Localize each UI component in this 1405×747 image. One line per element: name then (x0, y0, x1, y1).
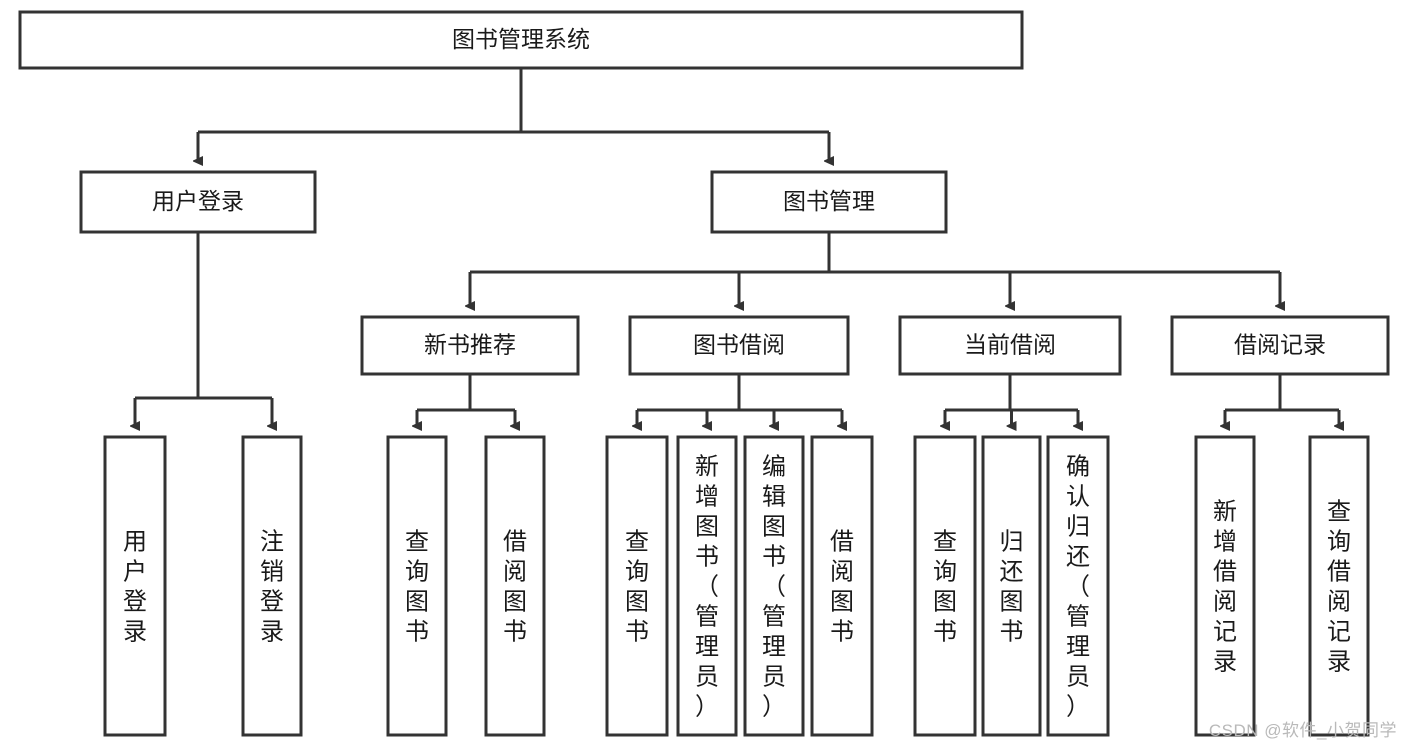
node-root-label: 图书管理系统 (452, 26, 590, 52)
node-leaf-query-book-current[interactable]: 查询图书 (913, 435, 977, 737)
node-leaf-add-borrow-record-box (1194, 435, 1256, 737)
node-book-borrow-label: 图书借阅 (693, 332, 785, 358)
node-leaf-query-book-recommend-label: 查询图书 (405, 528, 429, 645)
node-book-manage[interactable]: 图书管理 (710, 170, 948, 234)
node-leaf-query-borrow-record-box (1308, 435, 1370, 737)
node-root[interactable]: 图书管理系统 (18, 10, 1024, 70)
node-leaf-query-borrow-record[interactable]: 查询借阅记录 (1308, 435, 1370, 737)
node-new-book-recommend[interactable]: 新书推荐 (360, 315, 580, 376)
watermark-text: CSDN @软件_小贺同学 (1208, 721, 1397, 740)
node-leaf-query-borrow-record-label: 查询借阅记录 (1327, 498, 1351, 675)
node-leaf-query-book-current-box (913, 435, 977, 737)
node-leaf-logout-login[interactable]: 注销登录 (241, 435, 303, 737)
node-book-borrow-box (628, 315, 850, 376)
node-leaf-add-book-admin-box (676, 435, 738, 737)
node-leaf-logout-login-box (241, 435, 303, 737)
node-leaf-return-book[interactable]: 归还图书 (981, 435, 1042, 737)
node-new-book-recommend-label: 新书推荐 (424, 332, 516, 358)
connector-layer (135, 68, 1339, 426)
node-borrow-record-box (1170, 315, 1390, 376)
node-leaf-edit-book-admin-label: 编辑图书（管理员） (762, 453, 786, 720)
node-leaf-borrow-book-recommend-label: 借阅图书 (503, 528, 527, 645)
node-book-borrow[interactable]: 图书借阅 (628, 315, 850, 376)
node-leaf-user-login[interactable]: 用户登录 (103, 435, 167, 737)
node-leaf-query-book-borrow-label: 查询图书 (625, 528, 649, 645)
node-leaf-confirm-return-admin[interactable]: 确认归还（管理员） (1046, 435, 1110, 737)
node-leaf-add-book-admin[interactable]: 新增图书（管理员） (676, 435, 738, 737)
node-leaf-confirm-return-admin-box (1046, 435, 1110, 737)
node-user-login-box (79, 170, 317, 234)
node-current-borrow-box (898, 315, 1122, 376)
node-leaf-borrow-book-box (810, 435, 874, 737)
node-leaf-return-book-box (981, 435, 1042, 737)
node-borrow-record[interactable]: 借阅记录 (1170, 315, 1390, 376)
node-leaf-edit-book-admin-box (743, 435, 805, 737)
node-user-login-label: 用户登录 (152, 188, 244, 214)
node-leaf-user-login-label: 用户登录 (123, 528, 147, 645)
node-book-manage-label: 图书管理 (783, 188, 875, 214)
node-leaf-query-book-recommend-box (386, 435, 448, 737)
node-leaf-edit-book-admin[interactable]: 编辑图书（管理员） (743, 435, 805, 737)
node-leaf-borrow-book-label: 借阅图书 (830, 528, 854, 645)
node-leaf-borrow-book[interactable]: 借阅图书 (810, 435, 874, 737)
node-leaf-return-book-label: 归还图书 (1000, 528, 1024, 645)
node-user-login[interactable]: 用户登录 (79, 170, 317, 234)
node-borrow-record-label: 借阅记录 (1234, 332, 1326, 358)
node-leaf-add-book-admin-label: 新增图书（管理员） (695, 453, 719, 720)
node-leaf-add-borrow-record[interactable]: 新增借阅记录 (1194, 435, 1256, 737)
node-leaf-logout-login-label: 注销登录 (260, 528, 284, 645)
node-leaf-query-book-borrow-box (605, 435, 669, 737)
node-new-book-recommend-box (360, 315, 580, 376)
node-leaf-borrow-book-recommend[interactable]: 借阅图书 (484, 435, 546, 737)
node-current-borrow-label: 当前借阅 (964, 332, 1056, 358)
node-current-borrow[interactable]: 当前借阅 (898, 315, 1122, 376)
node-leaf-query-book-current-label: 查询图书 (933, 528, 957, 645)
node-leaf-add-borrow-record-label: 新增借阅记录 (1213, 498, 1237, 675)
node-book-manage-box (710, 170, 948, 234)
node-root-box (18, 10, 1024, 70)
node-leaf-query-book-recommend[interactable]: 查询图书 (386, 435, 448, 737)
node-leaf-query-book-borrow[interactable]: 查询图书 (605, 435, 669, 737)
node-layer: 图书管理系统用户登录图书管理新书推荐图书借阅当前借阅借阅记录用户登录注销登录查询… (18, 10, 1390, 737)
node-leaf-confirm-return-admin-label: 确认归还（管理员） (1066, 453, 1090, 720)
node-leaf-borrow-book-recommend-box (484, 435, 546, 737)
node-leaf-user-login-box (103, 435, 167, 737)
